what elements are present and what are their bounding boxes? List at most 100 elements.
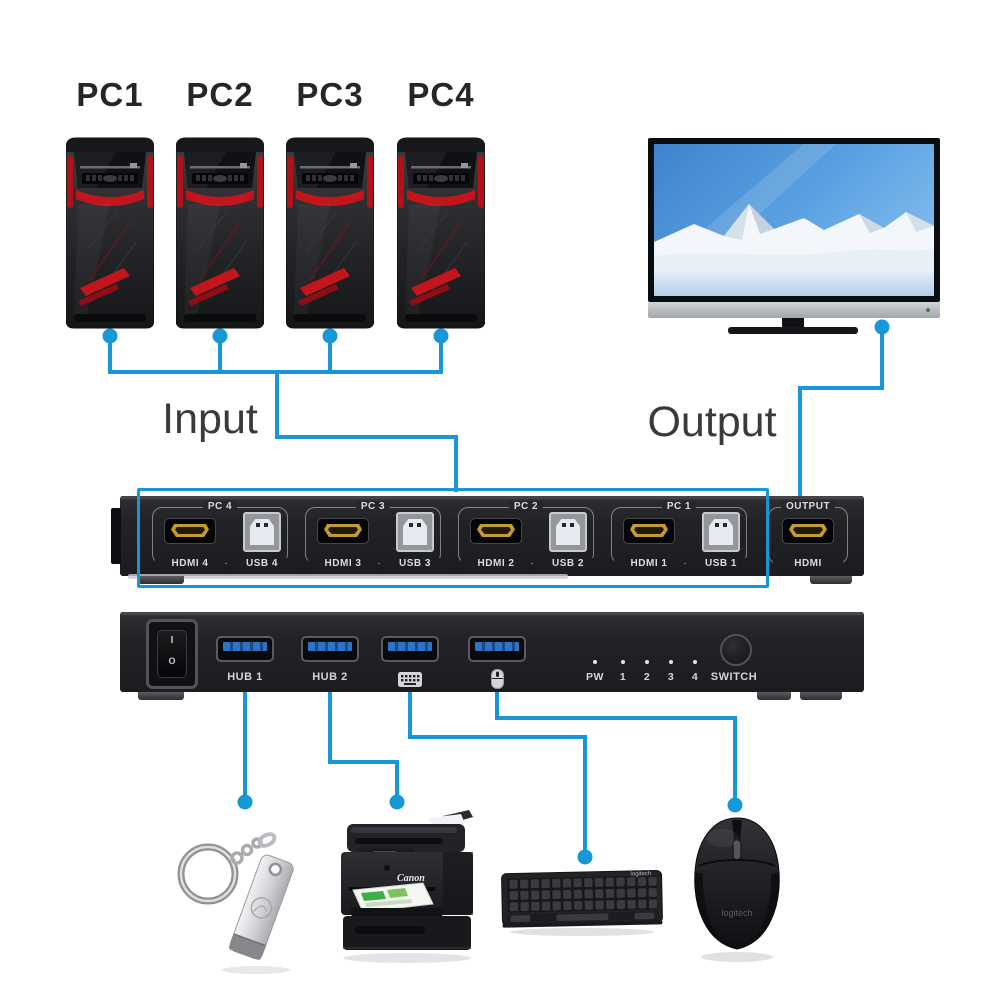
monitor bbox=[648, 138, 940, 302]
kvm-rear-panel: PC 4 HDMI 4 USB 4 PC 3 HDMI 3 USB 3 PC 2… bbox=[111, 496, 864, 584]
hdmi1-port bbox=[623, 518, 675, 544]
usb2-port bbox=[549, 512, 587, 552]
monitor-screen bbox=[654, 144, 934, 296]
led-2 bbox=[645, 660, 649, 664]
led-4 bbox=[693, 660, 697, 664]
pc-tower-4 bbox=[396, 130, 486, 335]
hdmi2-label: HDMI 2 bbox=[461, 558, 531, 570]
hdmi3-port bbox=[317, 518, 369, 544]
monitor-stand-base bbox=[728, 327, 858, 334]
pc3-label: PC3 bbox=[296, 76, 364, 113]
keyboard: logitech bbox=[498, 866, 668, 943]
rear-output-group: OUTPUT HDMI bbox=[766, 499, 850, 571]
mouse-logo: logitech bbox=[721, 908, 752, 918]
pc-tower-2 bbox=[175, 130, 265, 335]
output-wire bbox=[798, 327, 884, 498]
input-highlight-box bbox=[137, 488, 769, 588]
led-4-label: 4 bbox=[691, 671, 699, 683]
front-top-edge bbox=[120, 612, 864, 615]
mouse-shadow bbox=[701, 952, 773, 962]
pc1-port-label: PC 1 bbox=[661, 501, 697, 513]
keyboard-icon bbox=[398, 672, 422, 692]
output-hdmi-port bbox=[782, 518, 834, 544]
usb3-label: USB 3 bbox=[380, 558, 450, 570]
right-grip bbox=[749, 872, 780, 944]
output-hdmi-label: HDMI bbox=[773, 558, 843, 570]
flash-shadow bbox=[222, 966, 290, 974]
pc-tower-3 bbox=[285, 130, 375, 335]
rear-top-edge bbox=[120, 496, 864, 499]
usb2-label: USB 2 bbox=[533, 558, 603, 570]
pc1-label: PC1 bbox=[76, 76, 144, 113]
printer-logo: Canon bbox=[397, 873, 425, 884]
pc4-label: PC4 bbox=[407, 76, 475, 113]
led-3-label: 3 bbox=[667, 671, 675, 683]
led-3 bbox=[669, 660, 673, 664]
keyboard-wire bbox=[408, 690, 587, 851]
switch-button bbox=[720, 634, 752, 666]
input-label: Input bbox=[162, 395, 258, 443]
keyboard-logo: logitech bbox=[630, 871, 651, 877]
pc-wire-stubs bbox=[108, 336, 443, 372]
pc4-port-label: PC 4 bbox=[202, 501, 238, 513]
pc-tower-1 bbox=[65, 130, 155, 335]
wire-dots bbox=[102, 319, 890, 865]
pc2-label: PC2 bbox=[186, 76, 254, 113]
printed-page bbox=[352, 882, 434, 913]
power-switch: I O bbox=[146, 619, 198, 689]
usb3-port bbox=[396, 512, 434, 552]
mouse: logitech bbox=[675, 810, 800, 970]
rear-foot-left bbox=[138, 576, 184, 584]
keyring bbox=[177, 843, 239, 905]
mouse-icon bbox=[491, 669, 504, 694]
key-grid bbox=[506, 875, 658, 913]
front-foot-right2 bbox=[800, 692, 842, 700]
hub2-label: HUB 2 bbox=[312, 671, 348, 683]
power-on-mark: I bbox=[170, 635, 174, 646]
usb4-port bbox=[243, 512, 281, 552]
led-1-label: 1 bbox=[619, 671, 627, 683]
hub1-usb-port bbox=[216, 636, 274, 662]
input-wire bbox=[275, 372, 458, 492]
rear-foot-right bbox=[810, 576, 852, 584]
hdmi1-label: HDMI 1 bbox=[614, 558, 684, 570]
usb1-label: USB 1 bbox=[686, 558, 756, 570]
front-foot-left bbox=[138, 692, 184, 700]
monitor-power-led bbox=[926, 308, 930, 312]
printer-shadow bbox=[343, 953, 471, 963]
power-rocker: I O bbox=[157, 630, 187, 678]
keyboard-usb-port bbox=[381, 636, 439, 662]
chain bbox=[230, 832, 277, 865]
output-tray bbox=[351, 908, 443, 916]
usb4-label: USB 4 bbox=[227, 558, 297, 570]
spacebar bbox=[556, 913, 609, 922]
hub2-usb-port bbox=[301, 636, 359, 662]
hdmi4-label: HDMI 4 bbox=[155, 558, 225, 570]
rear-port-group-pc1: PC 1 HDMI 1 USB 1 bbox=[609, 499, 756, 571]
keyboard-shadow bbox=[510, 928, 654, 936]
rear-port-group-pc2: PC 2 HDMI 2 USB 2 bbox=[456, 499, 603, 571]
rear-side-tab bbox=[111, 508, 121, 564]
button-seam bbox=[698, 859, 776, 867]
pc3-port-label: PC 3 bbox=[355, 501, 391, 513]
usb-flash-drive bbox=[170, 810, 310, 985]
switch-label: SWITCH bbox=[710, 671, 758, 683]
led-2-label: 2 bbox=[643, 671, 651, 683]
hdmi2-port bbox=[470, 518, 522, 544]
rear-port-group-pc3: PC 3 HDMI 3 USB 3 bbox=[303, 499, 450, 571]
flash-body bbox=[229, 854, 294, 960]
kvm-front-panel: I O HUB 1 HUB 2 bbox=[120, 612, 864, 700]
power-off-mark: O bbox=[168, 656, 176, 666]
front-foot-right1 bbox=[757, 692, 791, 700]
hdmi4-port bbox=[164, 518, 216, 544]
output-port-label: OUTPUT bbox=[780, 501, 836, 513]
led-pw bbox=[593, 660, 597, 664]
pc2-port-label: PC 2 bbox=[508, 501, 544, 513]
hub2-wire bbox=[328, 690, 399, 796]
mouse-wire bbox=[495, 690, 737, 799]
rear-port-group-pc4: PC 4 HDMI 4 USB 4 bbox=[150, 499, 297, 571]
usb1-port bbox=[702, 512, 740, 552]
left-grip bbox=[694, 872, 725, 944]
